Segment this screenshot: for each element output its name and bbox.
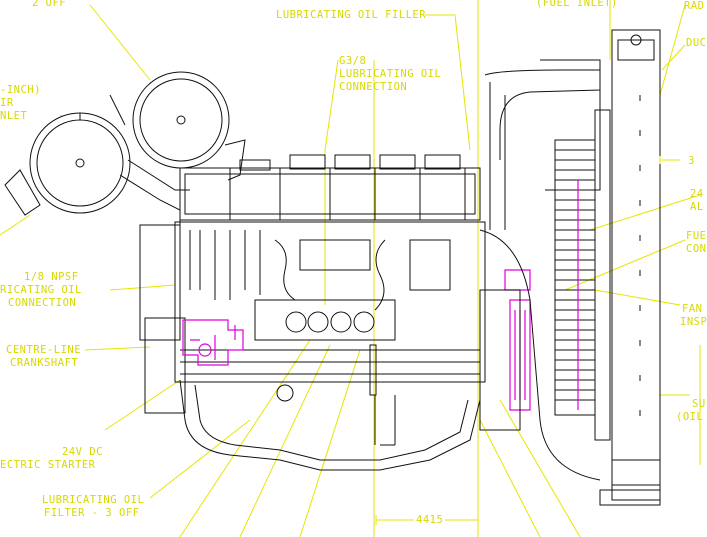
label-oil: (OIL [676, 411, 704, 423]
dimension-ticks [375, 156, 661, 525]
label-con: CON [686, 243, 707, 255]
alternator-highlight [504, 269, 531, 411]
label-g38-connection: CONNECTION [339, 81, 408, 93]
label-al: AL [690, 201, 704, 213]
label-inlet-fragment: NLET [0, 110, 28, 122]
air-cleaner-left [29, 112, 131, 214]
label-crankshaft: CRANKSHAFT [10, 357, 79, 369]
label-al-24: 24 [690, 188, 704, 200]
oil-sump [179, 379, 481, 471]
label-lubricating-oil-filler: LUBRICATING OIL FILLER [276, 9, 427, 21]
label-inch-fragment: -INCH) [0, 84, 41, 96]
label-dim-3: 3 [688, 155, 695, 167]
label-npsf-connection: CONNECTION [8, 297, 77, 309]
label-g38: G3/8 [339, 55, 367, 67]
front-pipework [479, 59, 601, 481]
label-lub-oil-filter: LUBRICATING OIL [42, 494, 145, 506]
label-duc-fragment: DUC [686, 37, 707, 49]
label-fan: FAN [682, 303, 703, 315]
label-g38-lub-oil: LUBRICATING OIL [339, 68, 442, 80]
label-npsf: 1/8 NPSF [24, 271, 79, 283]
label-air-fragment: IR [0, 97, 14, 109]
label-fuel-inlet: (FUEL INLET) [536, 0, 618, 9]
label-electric-starter: ECTRIC STARTER [0, 459, 96, 471]
label-24v-dc: 24V DC [62, 446, 103, 458]
rocker-covers [179, 154, 481, 221]
label-fue: FUE [686, 230, 707, 242]
label-su: SU [692, 398, 706, 410]
label-npsf-oil: RICATING OIL [0, 284, 82, 296]
label-dim-4415: 4415 [414, 514, 446, 526]
engine-block [139, 221, 486, 414]
label-rad-fragment: RAD [684, 0, 705, 12]
label-centre-line: CENTRE-LINE [6, 344, 82, 356]
label-filter-3-off: FILTER - 3 OFF [44, 507, 140, 519]
starter-motor [182, 319, 244, 366]
air-cleaner-right [109, 71, 230, 169]
radiator [554, 29, 661, 506]
label-2-off-top: 2 OFF [32, 0, 67, 9]
label-insp: INSP [680, 316, 707, 328]
